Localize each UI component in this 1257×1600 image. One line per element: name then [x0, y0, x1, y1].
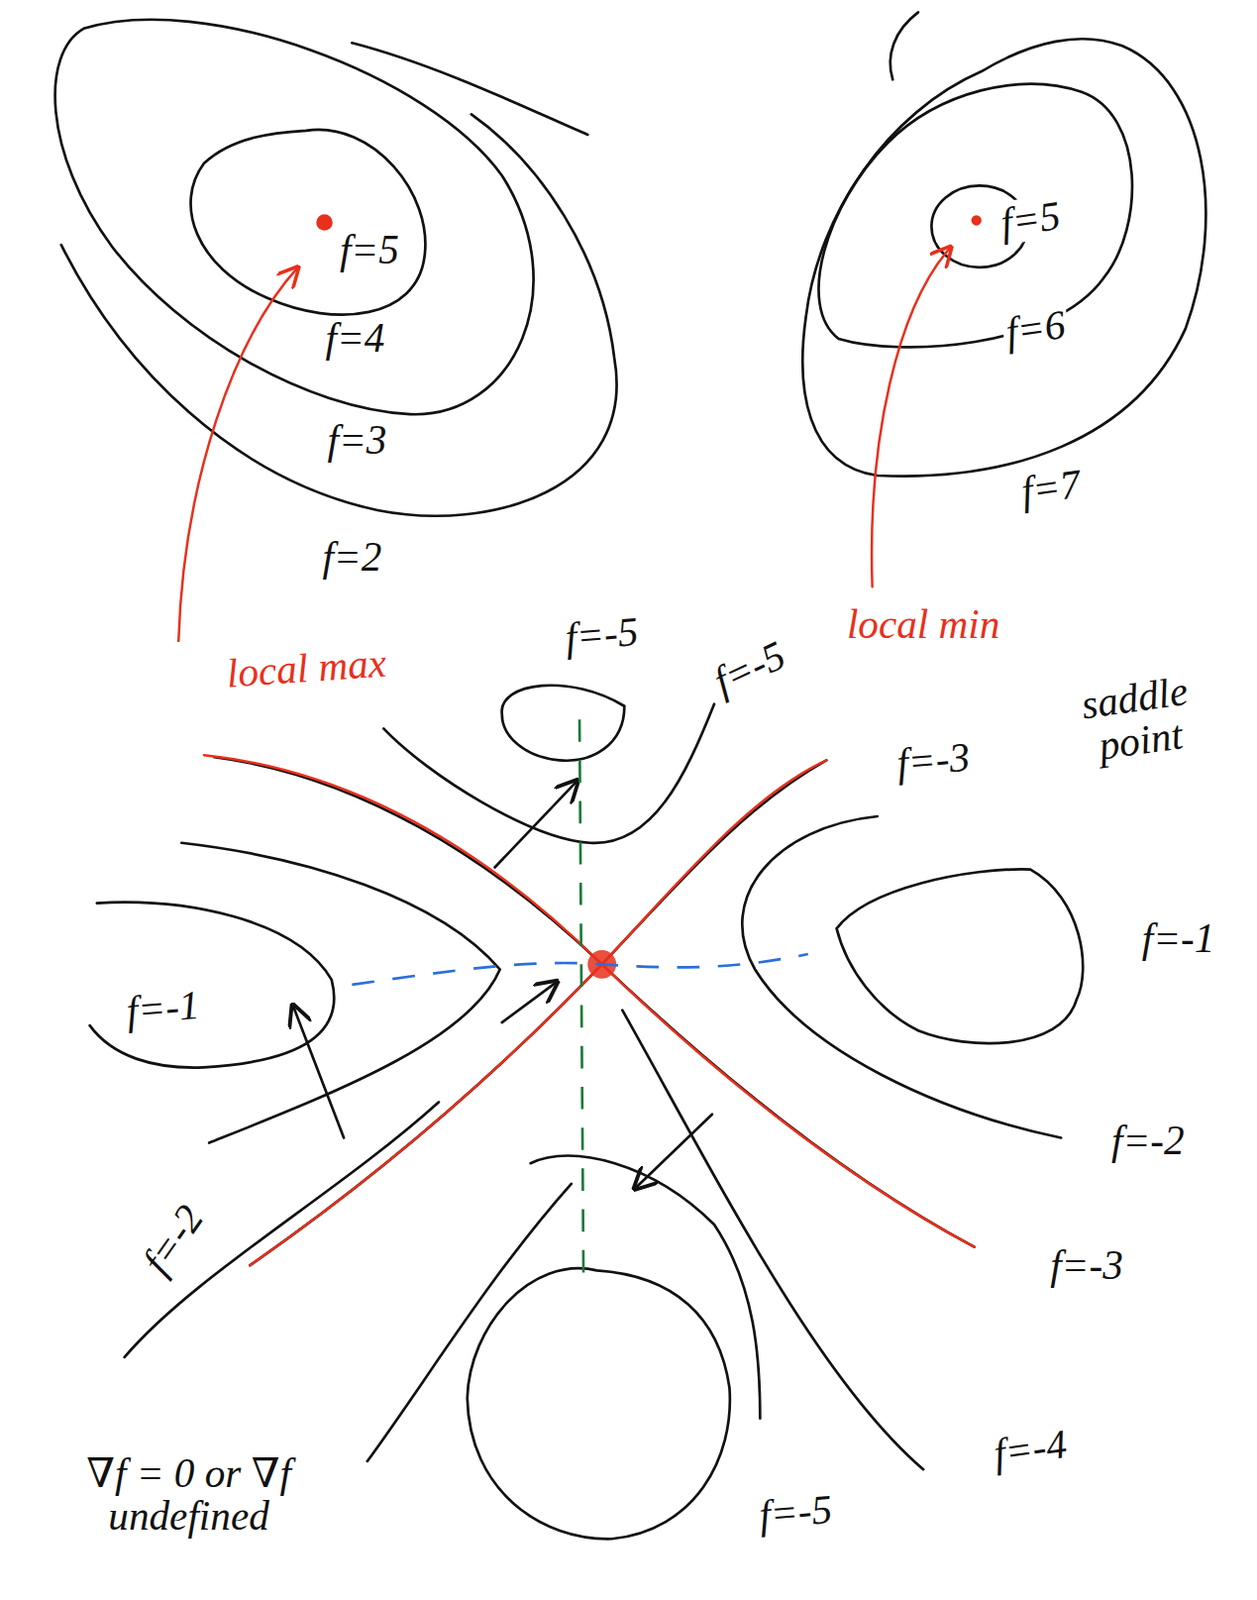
contour-value: f=-5	[560, 610, 643, 660]
contour-value: f=-1	[1139, 917, 1219, 960]
contour-value: f=3	[323, 419, 390, 462]
contour-value: f=5	[995, 193, 1066, 245]
contour-value: f=-2	[133, 1194, 214, 1284]
note-text: ∇f = 0 or ∇f undefined	[32, 1452, 345, 1539]
contour-value: f=6	[1000, 303, 1071, 355]
contour-value: f=-5	[754, 1486, 838, 1537]
contour-value: f=-4	[988, 1422, 1073, 1476]
contour-value: f=4	[321, 316, 388, 360]
contour-value: f=7	[1015, 461, 1086, 514]
contour-value: f=-3	[892, 734, 975, 785]
contour-value: f=-1	[121, 983, 205, 1034]
contour-value: f=-3	[1047, 1244, 1127, 1287]
contour-value: f=-2	[1108, 1119, 1188, 1162]
point-type-label: saddle point	[1047, 664, 1228, 773]
contour-value: f=-5	[705, 631, 796, 705]
point-type-label: local min	[843, 603, 1004, 646]
contour-value: f=5	[336, 228, 403, 272]
contour-value: f=2	[318, 535, 385, 579]
point-type-label: local max	[221, 640, 391, 696]
